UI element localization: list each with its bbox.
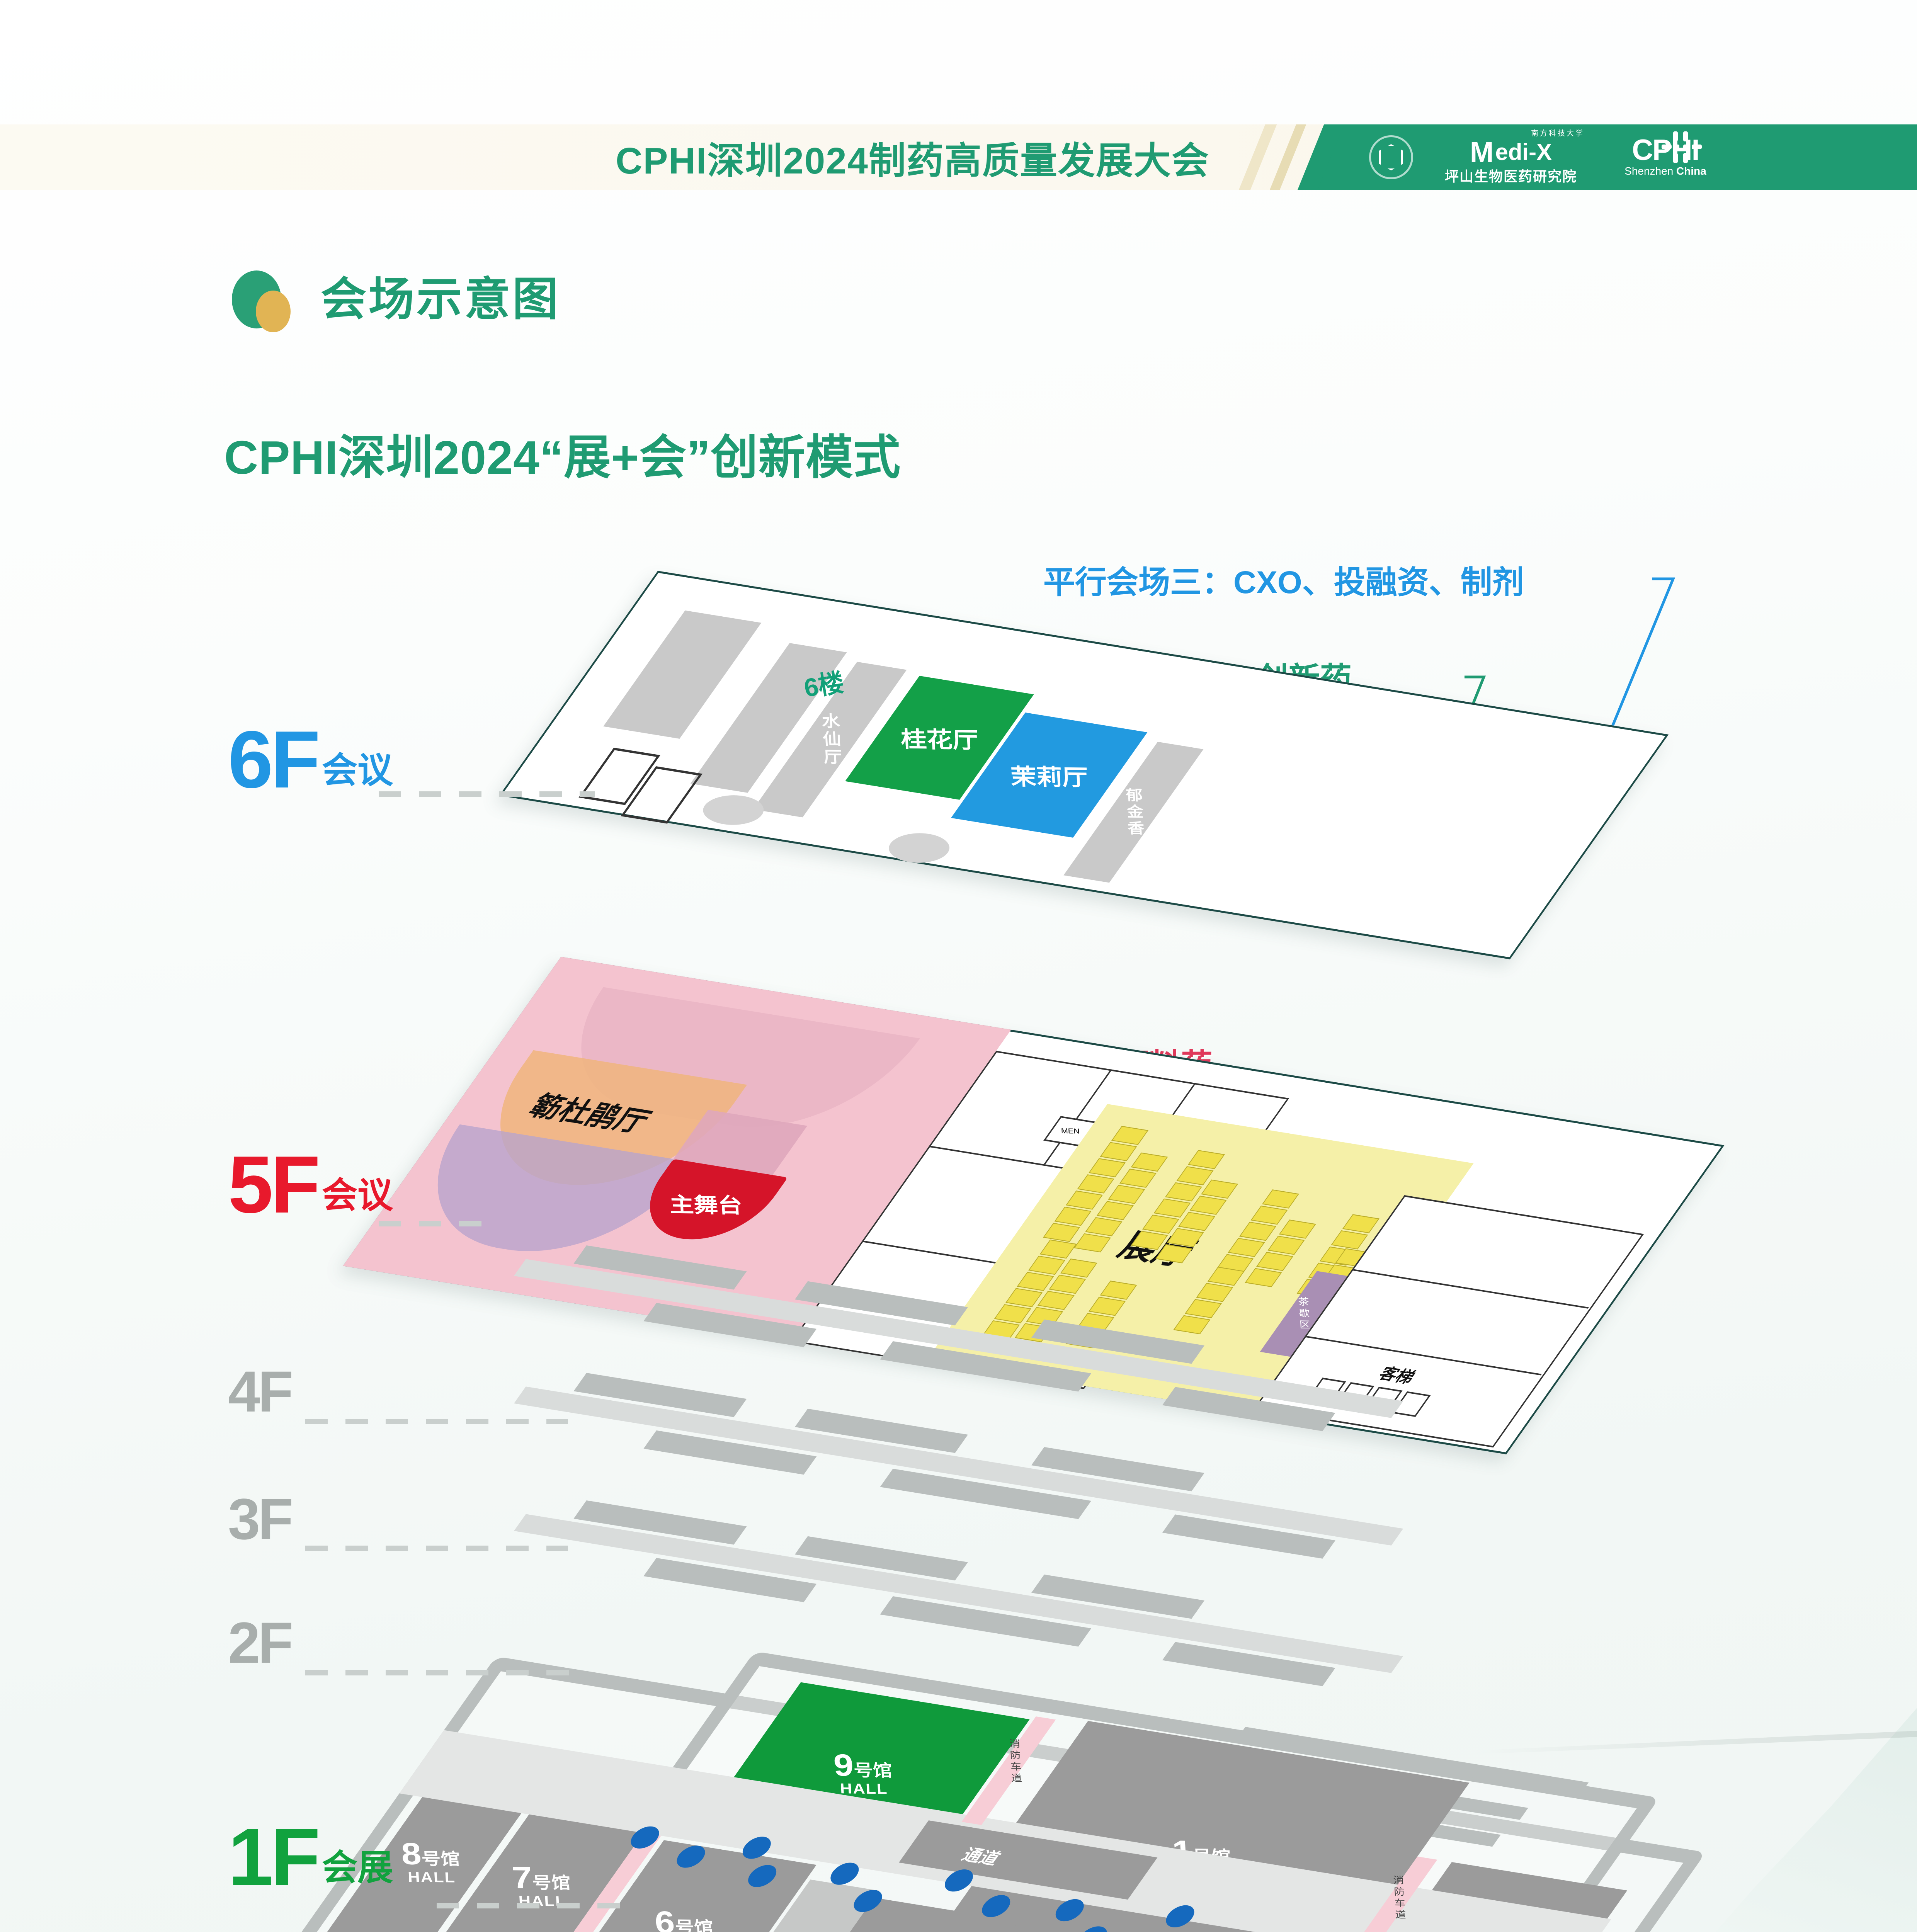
floor-3f-number: 3F	[228, 1486, 293, 1551]
floor-5f-cn: 会议	[322, 1176, 393, 1216]
hall-6-number: 6	[654, 1905, 676, 1932]
floor-marker-6f: 6F 会议	[228, 714, 393, 805]
room-guihua-label: 桂花厅	[900, 727, 979, 753]
hall-7-number: 7	[511, 1860, 533, 1895]
floor-marker-1f: 1F 会展	[228, 1811, 393, 1902]
floor-2f-number: 2F	[228, 1610, 293, 1675]
floor-4f-dash	[305, 1419, 568, 1424]
medix-main-label: edi-X	[1495, 139, 1552, 165]
medix-top-label: 南方科技大学	[1531, 129, 1584, 138]
cphi-dots-icon	[1662, 131, 1704, 166]
floor-marker-5f: 5F 会议	[228, 1139, 393, 1230]
floor-1f-cn: 会展	[322, 1848, 393, 1888]
cphi-logo: CPHI Shenzhen China	[1600, 124, 1731, 190]
hall-7-cn: 号馆	[532, 1873, 571, 1893]
cphi-city-label: Shenzhen	[1624, 165, 1677, 177]
room-moli-label: 茉莉厅	[1010, 764, 1089, 791]
hall-8-number: 8	[400, 1836, 422, 1871]
main-title: CPHI深圳2024“展+会”创新模式	[224, 431, 901, 484]
floor-3f-dash	[305, 1546, 568, 1551]
hill-ridge-line	[1473, 1731, 1917, 1754]
floor6-plan-label: 6楼	[802, 668, 846, 702]
hall-9-number: 9	[832, 1748, 855, 1783]
floor-6-plan: 水仙厅 桂花厅 茉莉厅 郁金香	[499, 571, 1669, 959]
callout-parallel-3: 平行会场三：CXO、投融资、制剂	[1043, 565, 1524, 600]
floor-1f-dash	[437, 1903, 630, 1908]
floor-5f-number: 5F	[228, 1139, 320, 1230]
page-title: 会场示意图	[321, 274, 561, 325]
floor-5f-dash	[379, 1221, 495, 1226]
floor-marker-4f: 4F	[228, 1359, 293, 1424]
hall-6-cn: 号馆	[674, 1918, 714, 1932]
cphi-country-label: China	[1676, 165, 1706, 177]
restroom-men-label: MEN	[1061, 1127, 1080, 1135]
floor-4f-number: 4F	[228, 1359, 293, 1424]
main-stage-label: 主舞台	[669, 1193, 743, 1218]
floor-6f-dash	[379, 791, 595, 797]
medix-sub-label: 坪山生物医药研究院	[1444, 168, 1577, 184]
fire-lane-label-1: 消防车道	[1007, 1738, 1023, 1785]
floor-6f-cn: 会议	[322, 751, 393, 791]
pingshan-institute-badge-icon	[1368, 124, 1414, 190]
floor-marker-3f: 3F	[228, 1486, 293, 1551]
fire-lane-label-2: 消防车道	[1391, 1875, 1407, 1922]
medix-m-glyph: M	[1470, 136, 1494, 168]
cphi-main-label: CPHI	[1632, 133, 1700, 167]
floor-1f-number: 1F	[228, 1811, 320, 1902]
header-green-panel	[1338, 124, 1917, 190]
floor-6f-number: 6F	[228, 714, 320, 805]
floor-marker-2f: 2F	[228, 1610, 293, 1675]
hall-8-cn: 号馆	[421, 1849, 461, 1869]
floor-2f-dash	[305, 1670, 576, 1675]
hall-9-cn: 号馆	[853, 1760, 893, 1780]
header-title: CPHI深圳2024制药高质量发展大会	[616, 140, 1209, 182]
hall-8-en: HALL	[407, 1869, 456, 1886]
tea-break-label: 茶歇区	[1296, 1296, 1311, 1332]
room-shuixian-label: 水仙厅	[818, 713, 842, 767]
venue-map-icon	[232, 270, 301, 332]
room-yujinxiang-label: 郁金香	[1123, 787, 1144, 837]
